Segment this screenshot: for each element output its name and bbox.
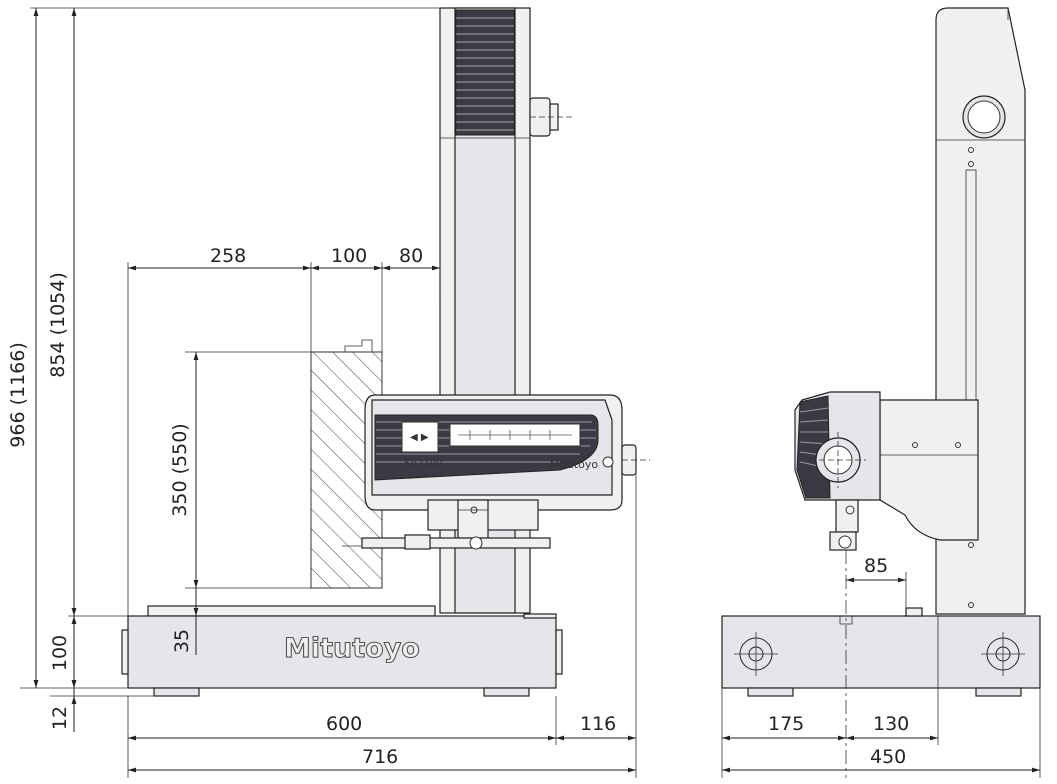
- svg-text:◀ ▶: ◀ ▶: [410, 432, 429, 443]
- base: Mitutoyo: [121, 605, 563, 697]
- dim-left-depth: 175: [768, 713, 804, 735]
- head-model-label: SV2100: [404, 458, 443, 469]
- dim-table-height: 35: [171, 629, 193, 653]
- dim-offset: 85: [864, 555, 888, 577]
- dim-base-width: 600: [326, 713, 362, 735]
- front-view: ◀ ▶ SV2100 Mitutoyo: [7, 7, 650, 778]
- dim-base-height: 100: [49, 635, 71, 671]
- dim-mid-gap: 100: [331, 245, 367, 267]
- dim-right-depth: 130: [873, 713, 909, 735]
- base-brand-label: Mitutoyo: [284, 633, 420, 664]
- dim-overhang: 116: [580, 713, 616, 735]
- dim-column-height: 854 (1054): [47, 272, 69, 377]
- dim-travel-height: 350 (550): [169, 423, 191, 516]
- dim-total-depth: 450: [870, 746, 906, 768]
- dim-total-height: 966 (1166): [7, 342, 29, 447]
- head-brand-label: Mitutoyo: [550, 458, 598, 471]
- dim-right-gap: 80: [399, 245, 423, 267]
- dim-foot-height: 12: [49, 706, 71, 730]
- side-view: 85 175 130 450: [721, 7, 1041, 778]
- dim-total-width: 716: [362, 746, 398, 768]
- dim-top-gap: 258: [210, 245, 246, 267]
- drive-unit: ◀ ▶ SV2100 Mitutoyo: [342, 394, 650, 550]
